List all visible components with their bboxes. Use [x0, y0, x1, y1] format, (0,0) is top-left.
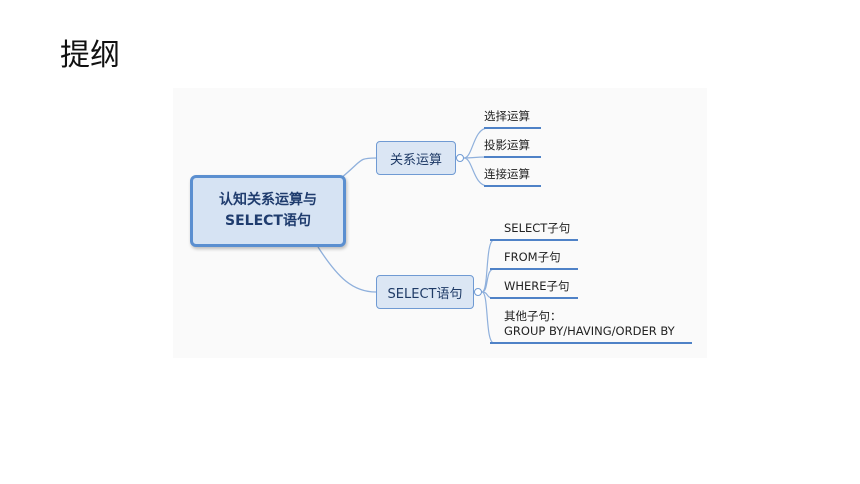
leaf-selection[interactable]: 选择运算	[484, 109, 530, 123]
leaf-select-clause[interactable]: SELECT子句	[504, 221, 571, 235]
leaf-projection[interactable]: 投影运算	[484, 138, 530, 152]
mindmap-connectors	[317, 127, 495, 344]
leaf-from-clause[interactable]: FROM子句	[504, 250, 561, 264]
leaf-underline	[484, 127, 541, 129]
leaf-underline	[484, 156, 541, 158]
page-title: 提纲	[60, 38, 120, 73]
leaf-underline	[490, 239, 578, 241]
leaf-join[interactable]: 连接运算	[484, 167, 530, 181]
connector-root-branch1	[340, 157, 377, 179]
branch-node-select-statement[interactable]: SELECT语句	[376, 275, 474, 309]
leaf-underline	[490, 297, 578, 299]
connector-branch2-leaves	[481, 239, 495, 344]
leaf-where-clause[interactable]: WHERE子句	[504, 279, 570, 293]
root-node-line2: SELECT语句	[225, 213, 311, 229]
root-node[interactable]: 认知关系运算与 SELECT语句	[190, 175, 346, 247]
collapse-toggle-icon[interactable]	[474, 288, 482, 296]
leaf-underline	[490, 268, 578, 270]
root-node-line1: 认知关系运算与	[219, 192, 317, 208]
connector-root-branch2	[317, 246, 377, 293]
leaf-other-clauses-line2: GROUP BY/HAVING/ORDER BY	[504, 324, 675, 338]
collapse-toggle-icon[interactable]	[456, 154, 464, 162]
mindmap-diagram: 认知关系运算与 SELECT语句 关系运算 SELECT语句 选择运算 投影运算…	[173, 88, 707, 358]
leaf-other-clauses[interactable]: 其他子句： GROUP BY/HAVING/ORDER BY	[504, 309, 675, 339]
leaf-underline	[484, 185, 541, 187]
branch-node-relational-ops[interactable]: 关系运算	[376, 141, 456, 175]
leaf-underline	[490, 342, 692, 344]
leaf-other-clauses-line1: 其他子句：	[504, 309, 562, 323]
